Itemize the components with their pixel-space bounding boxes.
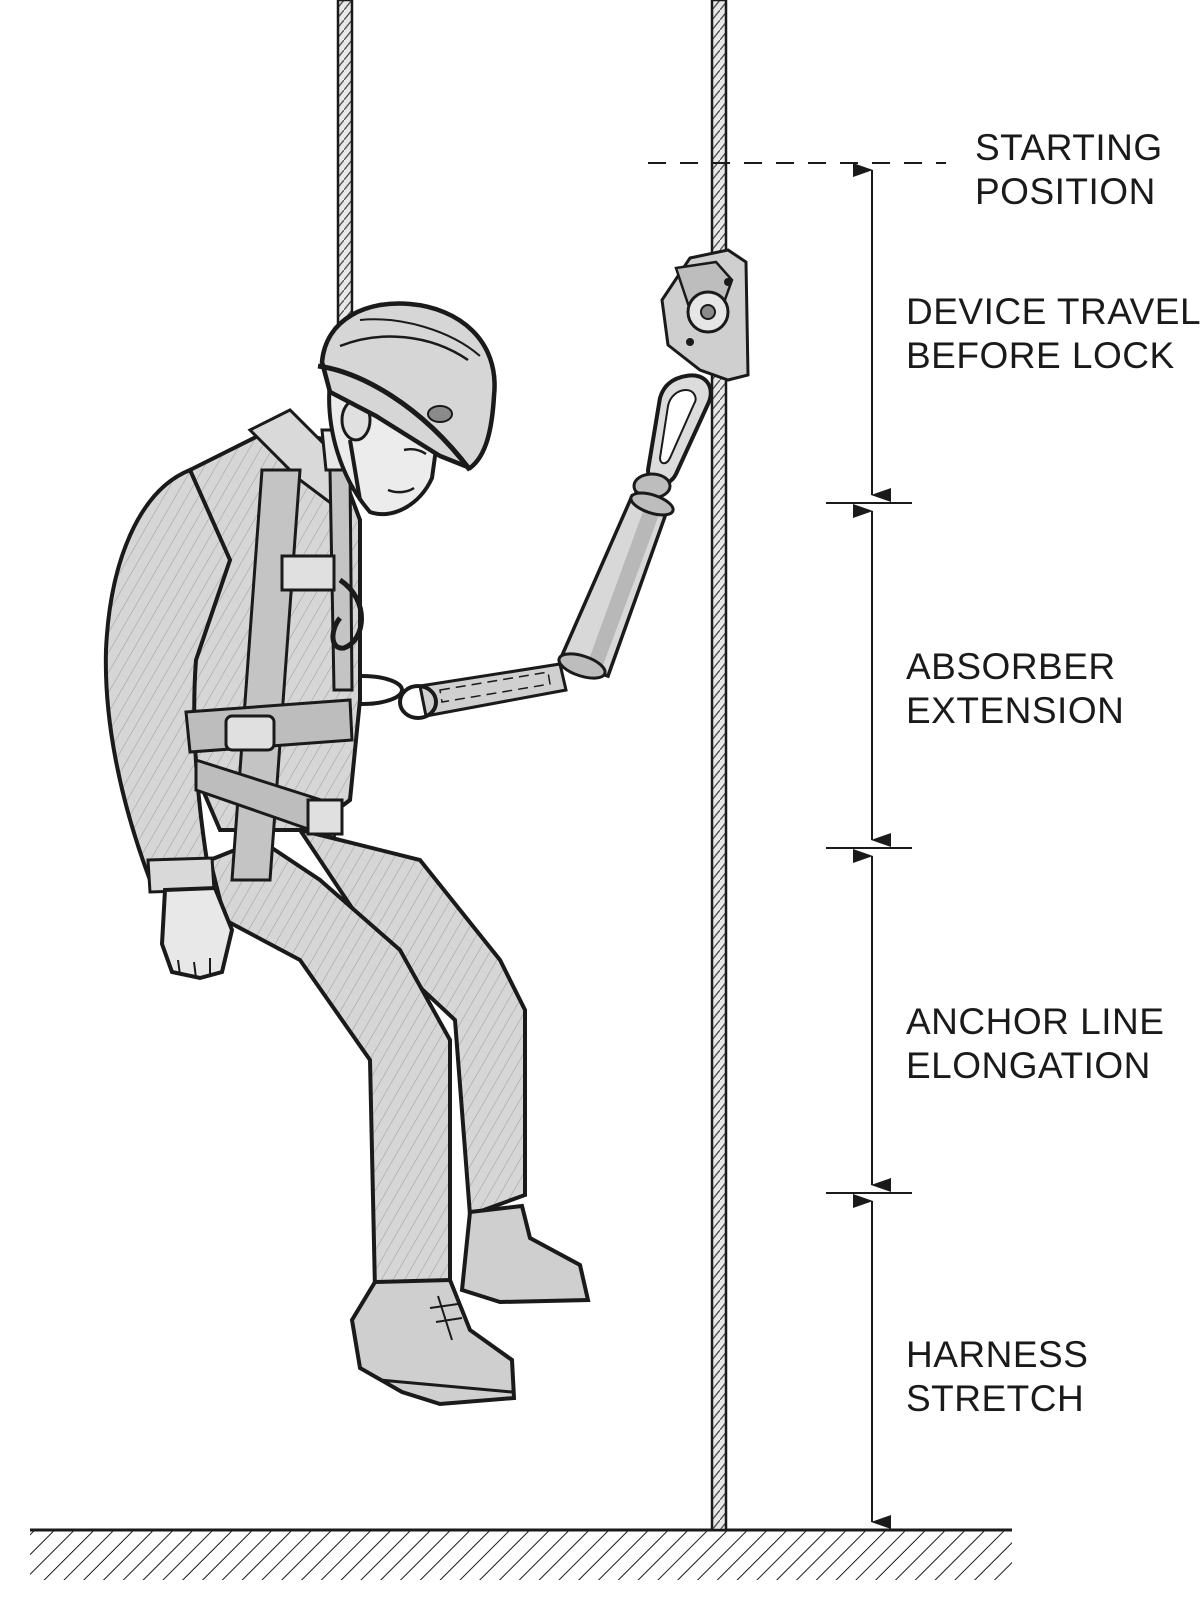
anchor-line xyxy=(710,0,728,1532)
rope-grab-device-icon xyxy=(660,248,750,382)
label-line: POSITION xyxy=(975,171,1156,212)
label-device-travel: DEVICE TRAVEL BEFORE LOCK xyxy=(906,290,1200,378)
carabiner-icon xyxy=(632,373,713,500)
ground xyxy=(30,1528,1012,1580)
ground-hatching xyxy=(30,1530,1012,1580)
label-line: DEVICE TRAVEL xyxy=(906,291,1200,332)
label-line: BEFORE LOCK xyxy=(906,335,1175,376)
label-line: ELONGATION xyxy=(906,1045,1151,1086)
label-line: ANCHOR LINE xyxy=(906,1001,1165,1042)
label-anchor-line-elongation: ANCHOR LINE ELONGATION xyxy=(906,1000,1164,1088)
left-rope xyxy=(336,0,354,347)
label-line: STRETCH xyxy=(906,1378,1085,1419)
label-line: EXTENSION xyxy=(906,690,1125,731)
label-harness-stretch: HARNESS STRETCH xyxy=(906,1333,1088,1421)
dimension-lines xyxy=(648,162,946,1529)
shock-absorber-icon xyxy=(557,490,675,680)
worker-figure-icon xyxy=(103,301,591,1407)
label-line: ABSORBER xyxy=(906,646,1116,687)
lanyard-strap xyxy=(320,662,568,720)
label-line: STARTING xyxy=(975,127,1163,168)
label-starting-position: STARTING POSITION xyxy=(975,126,1163,214)
label-line: HARNESS xyxy=(906,1334,1089,1375)
label-absorber-extension: ABSORBER EXTENSION xyxy=(906,645,1124,733)
